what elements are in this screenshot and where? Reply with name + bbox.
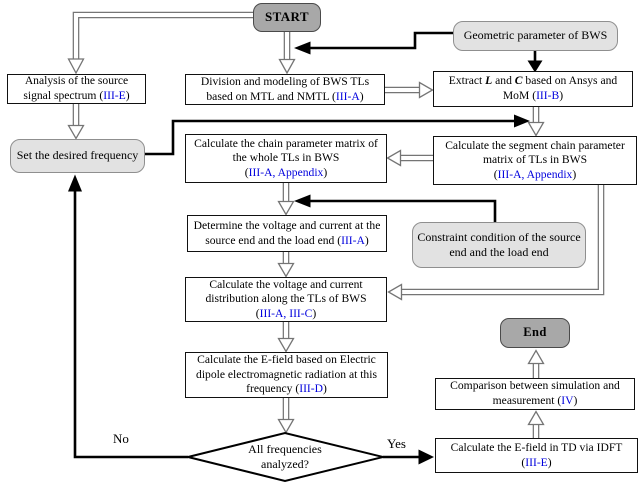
node-determine-voltage-current: Determine the voltage and current at the… [187,215,387,252]
arrow-decision-no-to-set-frequency [68,174,188,459]
arrow-determine-to-distribution [277,251,295,278]
arrow-analysis-to-set-frequency [67,103,85,140]
node-efield-dipole-radiation: Calculate the E-field based on Electric … [185,352,388,398]
node-comparison-simulation-measurement: Comparison between simulation and measur… [435,378,635,410]
arrow-distribution-to-efield [277,321,295,353]
node-chain-parameter-matrix: Calculate the chain parameter matrix of … [185,134,387,183]
node-extract-l-c: Extract L and C based on Ansys and MoM (… [433,71,633,107]
arrow-geometric-to-extract [527,51,543,73]
arrow-segment-to-chain [386,149,434,167]
arrow-decision-yes-to-idft [383,449,434,465]
node-geometric-parameter: Geometric parameter of BWS [453,21,618,51]
label-yes: Yes [387,436,406,451]
node-constraint-condition: Constraint condition of the source end a… [412,222,586,268]
arrow-segment-to-distribution [387,184,605,301]
arrow-chain-to-determine [277,182,295,216]
decision-all-frequencies-label: All frequencies analyzed? [248,441,322,471]
node-start: START [253,3,321,32]
arrow-idft-to-comparison [527,410,545,439]
arrow-efield-to-decision [277,397,295,434]
arrow-start-to-division [278,31,296,75]
node-division-modeling-tls: Division and modeling of BWS TLs based o… [185,74,385,105]
node-set-desired-frequency: Set the desired frequency [10,139,145,173]
arrow-extract-to-segment [527,106,545,137]
node-end: End [500,318,570,348]
arrow-geometric-to-start-flow [294,31,453,55]
node-analysis-source-spectrum: Analysis of the source signal spectrum (… [7,74,146,104]
arrow-division-to-extract [384,81,434,99]
node-efield-td-idft: Calculate the E-field in TD via IDFT (II… [435,438,638,473]
arrow-start-to-analysis [67,11,253,75]
arrow-comparison-to-end [527,349,545,379]
node-segment-chain-parameter-matrix: Calculate the segment chain parameter ma… [433,136,637,185]
arrow-set-frequency-to-segment-flow [145,114,530,156]
arrow-constraint-to-determine-flow [294,194,497,222]
label-no: No [113,431,129,446]
node-voltage-current-distribution: Calculate the voltage and current distri… [185,277,387,322]
